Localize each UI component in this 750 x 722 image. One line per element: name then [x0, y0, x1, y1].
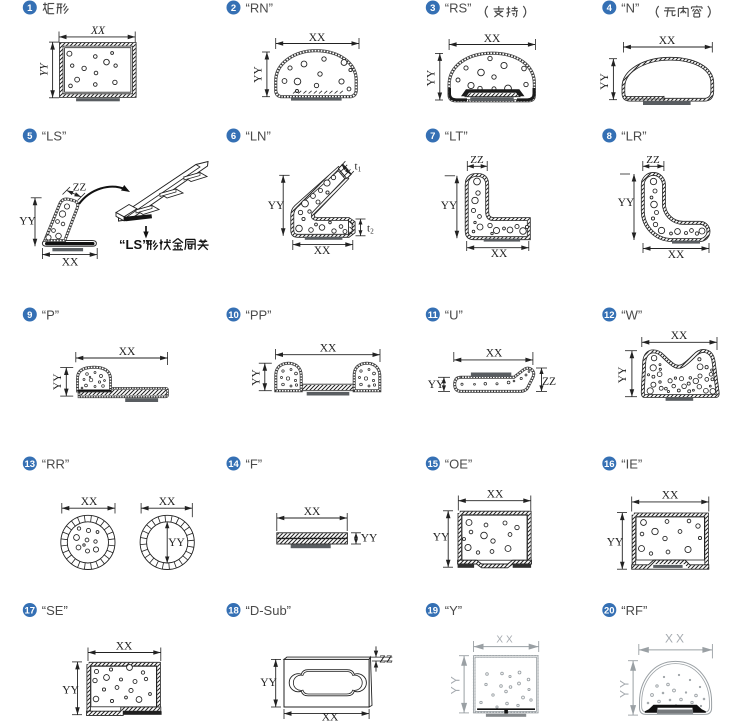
svg-text:YY: YY	[433, 532, 450, 544]
svg-text:2: 2	[231, 3, 236, 14]
svg-text:“OE”: “OE”	[445, 457, 472, 472]
svg-text:“LS”: “LS”	[42, 129, 67, 144]
svg-text:5: 5	[27, 131, 33, 142]
svg-text:17: 17	[25, 605, 36, 616]
svg-text:YY: YY	[361, 533, 378, 545]
svg-text:YY: YY	[251, 369, 263, 386]
svg-text:ZZ: ZZ	[470, 154, 484, 166]
svg-text:YY: YY	[39, 62, 51, 76]
svg-text:1: 1	[358, 166, 362, 174]
svg-text:XX: XX	[671, 330, 688, 342]
svg-text:“RN”: “RN”	[246, 1, 273, 16]
svg-text:XX: XX	[486, 348, 503, 360]
svg-text:“SE”: “SE”	[42, 603, 68, 618]
svg-text:YY: YY	[52, 373, 64, 390]
svg-text:13: 13	[25, 459, 36, 470]
svg-text:“Y”: “Y”	[445, 603, 462, 618]
svg-text:“IE”: “IE”	[621, 457, 642, 472]
svg-text:“F”: “F”	[246, 457, 263, 472]
svg-text:XX: XX	[496, 635, 515, 646]
svg-text:XX: XX	[491, 248, 508, 260]
svg-text:XX: XX	[116, 640, 133, 652]
svg-text:YY: YY	[449, 674, 463, 694]
svg-text:12: 12	[604, 310, 615, 321]
svg-text:YY: YY	[618, 678, 632, 698]
svg-text:“PP”: “PP”	[246, 308, 272, 323]
svg-text:9: 9	[27, 310, 32, 321]
svg-text:“LT”: “LT”	[445, 129, 468, 144]
svg-text:t: t	[367, 222, 370, 234]
svg-text:XX: XX	[484, 33, 501, 45]
svg-text:“LS”: “LS”	[119, 237, 149, 252]
svg-text:t: t	[354, 161, 357, 173]
svg-text:XX: XX	[81, 496, 98, 508]
svg-text:19: 19	[428, 605, 439, 616]
svg-text:YY: YY	[19, 216, 36, 228]
svg-text:XX: XX	[322, 711, 339, 722]
svg-text:ZZ: ZZ	[73, 182, 87, 194]
svg-text:16: 16	[604, 459, 615, 470]
svg-text:XX: XX	[662, 490, 679, 502]
svg-text:“N”: “N”	[621, 1, 639, 16]
svg-text:15: 15	[428, 459, 439, 470]
svg-text:2: 2	[370, 227, 374, 235]
svg-text:YY: YY	[607, 537, 624, 549]
svg-text:XX: XX	[487, 489, 504, 501]
svg-text:7: 7	[430, 131, 435, 142]
svg-text:4: 4	[607, 3, 613, 14]
svg-text:11: 11	[428, 310, 439, 321]
svg-text:XX: XX	[159, 496, 176, 508]
svg-text:YY: YY	[260, 677, 277, 689]
svg-text:YY: YY	[428, 379, 445, 391]
svg-text:YY: YY	[599, 73, 611, 90]
svg-text:XX: XX	[665, 632, 687, 646]
svg-text:YY: YY	[617, 366, 629, 383]
svg-text:XX: XX	[314, 245, 331, 257]
svg-text:10: 10	[228, 310, 239, 321]
svg-text:6: 6	[231, 131, 236, 142]
svg-text:“W”: “W”	[621, 308, 642, 323]
svg-text:ZZ: ZZ	[542, 376, 556, 388]
svg-text:8: 8	[607, 131, 612, 142]
svg-text:YY: YY	[62, 685, 79, 697]
svg-text:“RR”: “RR”	[42, 457, 69, 472]
svg-text:14: 14	[228, 459, 239, 470]
svg-text:20: 20	[604, 605, 615, 616]
svg-text:XX: XX	[119, 346, 136, 358]
svg-text:“LN”: “LN”	[246, 129, 271, 144]
svg-text:XX: XX	[320, 343, 337, 355]
svg-text:XX: XX	[90, 25, 106, 37]
svg-text:YY: YY	[426, 69, 438, 86]
svg-text:YY: YY	[618, 197, 635, 209]
svg-text:XX: XX	[62, 257, 79, 269]
svg-text:3: 3	[430, 3, 435, 14]
svg-text:XX: XX	[304, 506, 321, 518]
svg-text:XX: XX	[659, 35, 676, 47]
svg-text:YY: YY	[268, 200, 285, 212]
svg-text:“P”: “P”	[42, 308, 59, 323]
svg-text:“RF”: “RF”	[621, 603, 647, 618]
svg-text:ZZ: ZZ	[646, 154, 660, 166]
svg-text:YY: YY	[441, 200, 458, 212]
svg-text:18: 18	[228, 605, 239, 616]
svg-text:“LR”: “LR”	[621, 129, 646, 144]
svg-text:“D-Sub”: “D-Sub”	[246, 603, 292, 618]
svg-text:“RS”: “RS”	[445, 1, 472, 16]
svg-text:“U”: “U”	[445, 308, 463, 323]
svg-text:ZZ: ZZ	[379, 653, 393, 665]
svg-text:XX: XX	[309, 32, 326, 44]
svg-text:1: 1	[27, 3, 33, 14]
svg-text:YY: YY	[168, 537, 185, 549]
svg-text:YY: YY	[253, 66, 265, 83]
svg-text:XX: XX	[668, 249, 685, 261]
